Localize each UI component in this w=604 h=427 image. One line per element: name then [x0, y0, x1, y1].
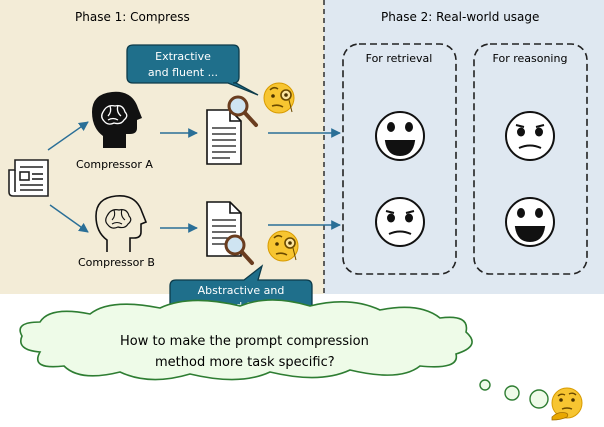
compressor-b-label: Compressor B: [78, 256, 155, 269]
phase2-title: Phase 2: Real-world usage: [381, 10, 539, 24]
reasoning-box: [473, 43, 588, 275]
head-brain-filled-icon: [92, 91, 142, 148]
arrow-to-compressor-b: [49, 204, 89, 233]
grinning-face-icon-reasoning: [505, 197, 555, 247]
retrieval-label: For retrieval: [366, 52, 433, 65]
reasoning-label: For reasoning: [493, 52, 568, 65]
magnifier-icon-b: [224, 234, 254, 265]
thinking-face-emoji: [551, 387, 583, 421]
worried-face-icon-reasoning: [505, 111, 555, 161]
thought-bubble-1: [479, 379, 491, 391]
thought-bubble-2: [504, 385, 520, 401]
callout-top-line2: and fluent ...: [148, 66, 218, 79]
phase1-title: Phase 1: Compress: [75, 10, 190, 24]
callout-extractive: Extractive and fluent ...: [126, 44, 259, 96]
grinning-face-icon: [375, 111, 425, 161]
worried-face-icon: [375, 197, 425, 247]
face-with-monocle-emoji-b: [267, 230, 299, 262]
newspaper-icon: [8, 159, 49, 197]
thought-line1: How to make the prompt compression: [120, 334, 369, 349]
arrow-to-compressor-a: [47, 121, 89, 151]
retrieval-box: [342, 43, 457, 275]
thought-bubble-3: [529, 389, 549, 409]
thought-line2: method more task specific?: [155, 355, 335, 370]
head-brain-outline-icon: [95, 195, 148, 252]
phase2-panel: [324, 0, 604, 294]
callout-top-line1: Extractive: [155, 50, 211, 63]
magnifier-icon: [227, 95, 258, 127]
thought-cloud: How to make the prompt compression metho…: [19, 299, 473, 381]
compressor-a-label: Compressor A: [76, 158, 153, 171]
callout-bottom-line1: Abstractive and: [198, 284, 285, 297]
document-icon: [206, 109, 242, 165]
face-with-monocle-emoji: [263, 82, 295, 114]
